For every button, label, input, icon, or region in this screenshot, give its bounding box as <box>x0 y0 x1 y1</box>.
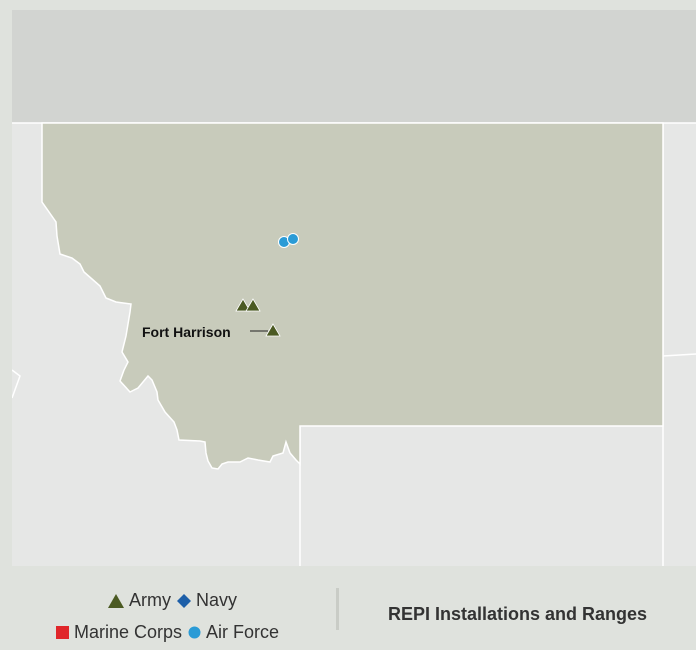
canada-region <box>12 10 696 123</box>
legend-title: REPI Installations and Ranges <box>388 604 648 624</box>
triangle-icon <box>108 593 124 608</box>
legend-item-air-force: Air Force <box>188 622 279 643</box>
legend-label-army: Army <box>129 590 171 610</box>
map-frame: Fort Harrison <box>12 10 696 566</box>
army-marker[interactable] <box>235 298 251 312</box>
legend-row-1: Army Navy <box>108 590 243 611</box>
army-marker[interactable] <box>245 298 261 312</box>
west-neighbor-edge <box>12 369 21 399</box>
legend: Army Navy Marine Corps Air Force REPI In… <box>0 566 696 650</box>
fort-harrison-label: Fort Harrison <box>142 324 231 340</box>
circle-icon <box>188 626 201 639</box>
legend-item-marine-corps: Marine Corps <box>56 622 182 643</box>
legend-label-air-force: Air Force <box>206 622 280 642</box>
legend-item-army: Army <box>108 590 171 611</box>
legend-label-navy: Navy <box>196 590 238 610</box>
square-icon <box>56 626 69 639</box>
montana-state[interactable] <box>41 122 664 470</box>
air-force-marker[interactable] <box>287 233 299 245</box>
dakota-border <box>662 353 696 357</box>
legend-row-2: Marine Corps Air Force <box>56 622 285 643</box>
army-marker-fort-harrison[interactable] <box>265 323 281 337</box>
legend-item-navy: Navy <box>177 590 237 611</box>
legend-divider <box>336 588 339 630</box>
diamond-icon <box>177 593 191 608</box>
map[interactable]: Fort Harrison <box>12 10 696 566</box>
legend-label-marine-corps: Marine Corps <box>74 622 183 642</box>
